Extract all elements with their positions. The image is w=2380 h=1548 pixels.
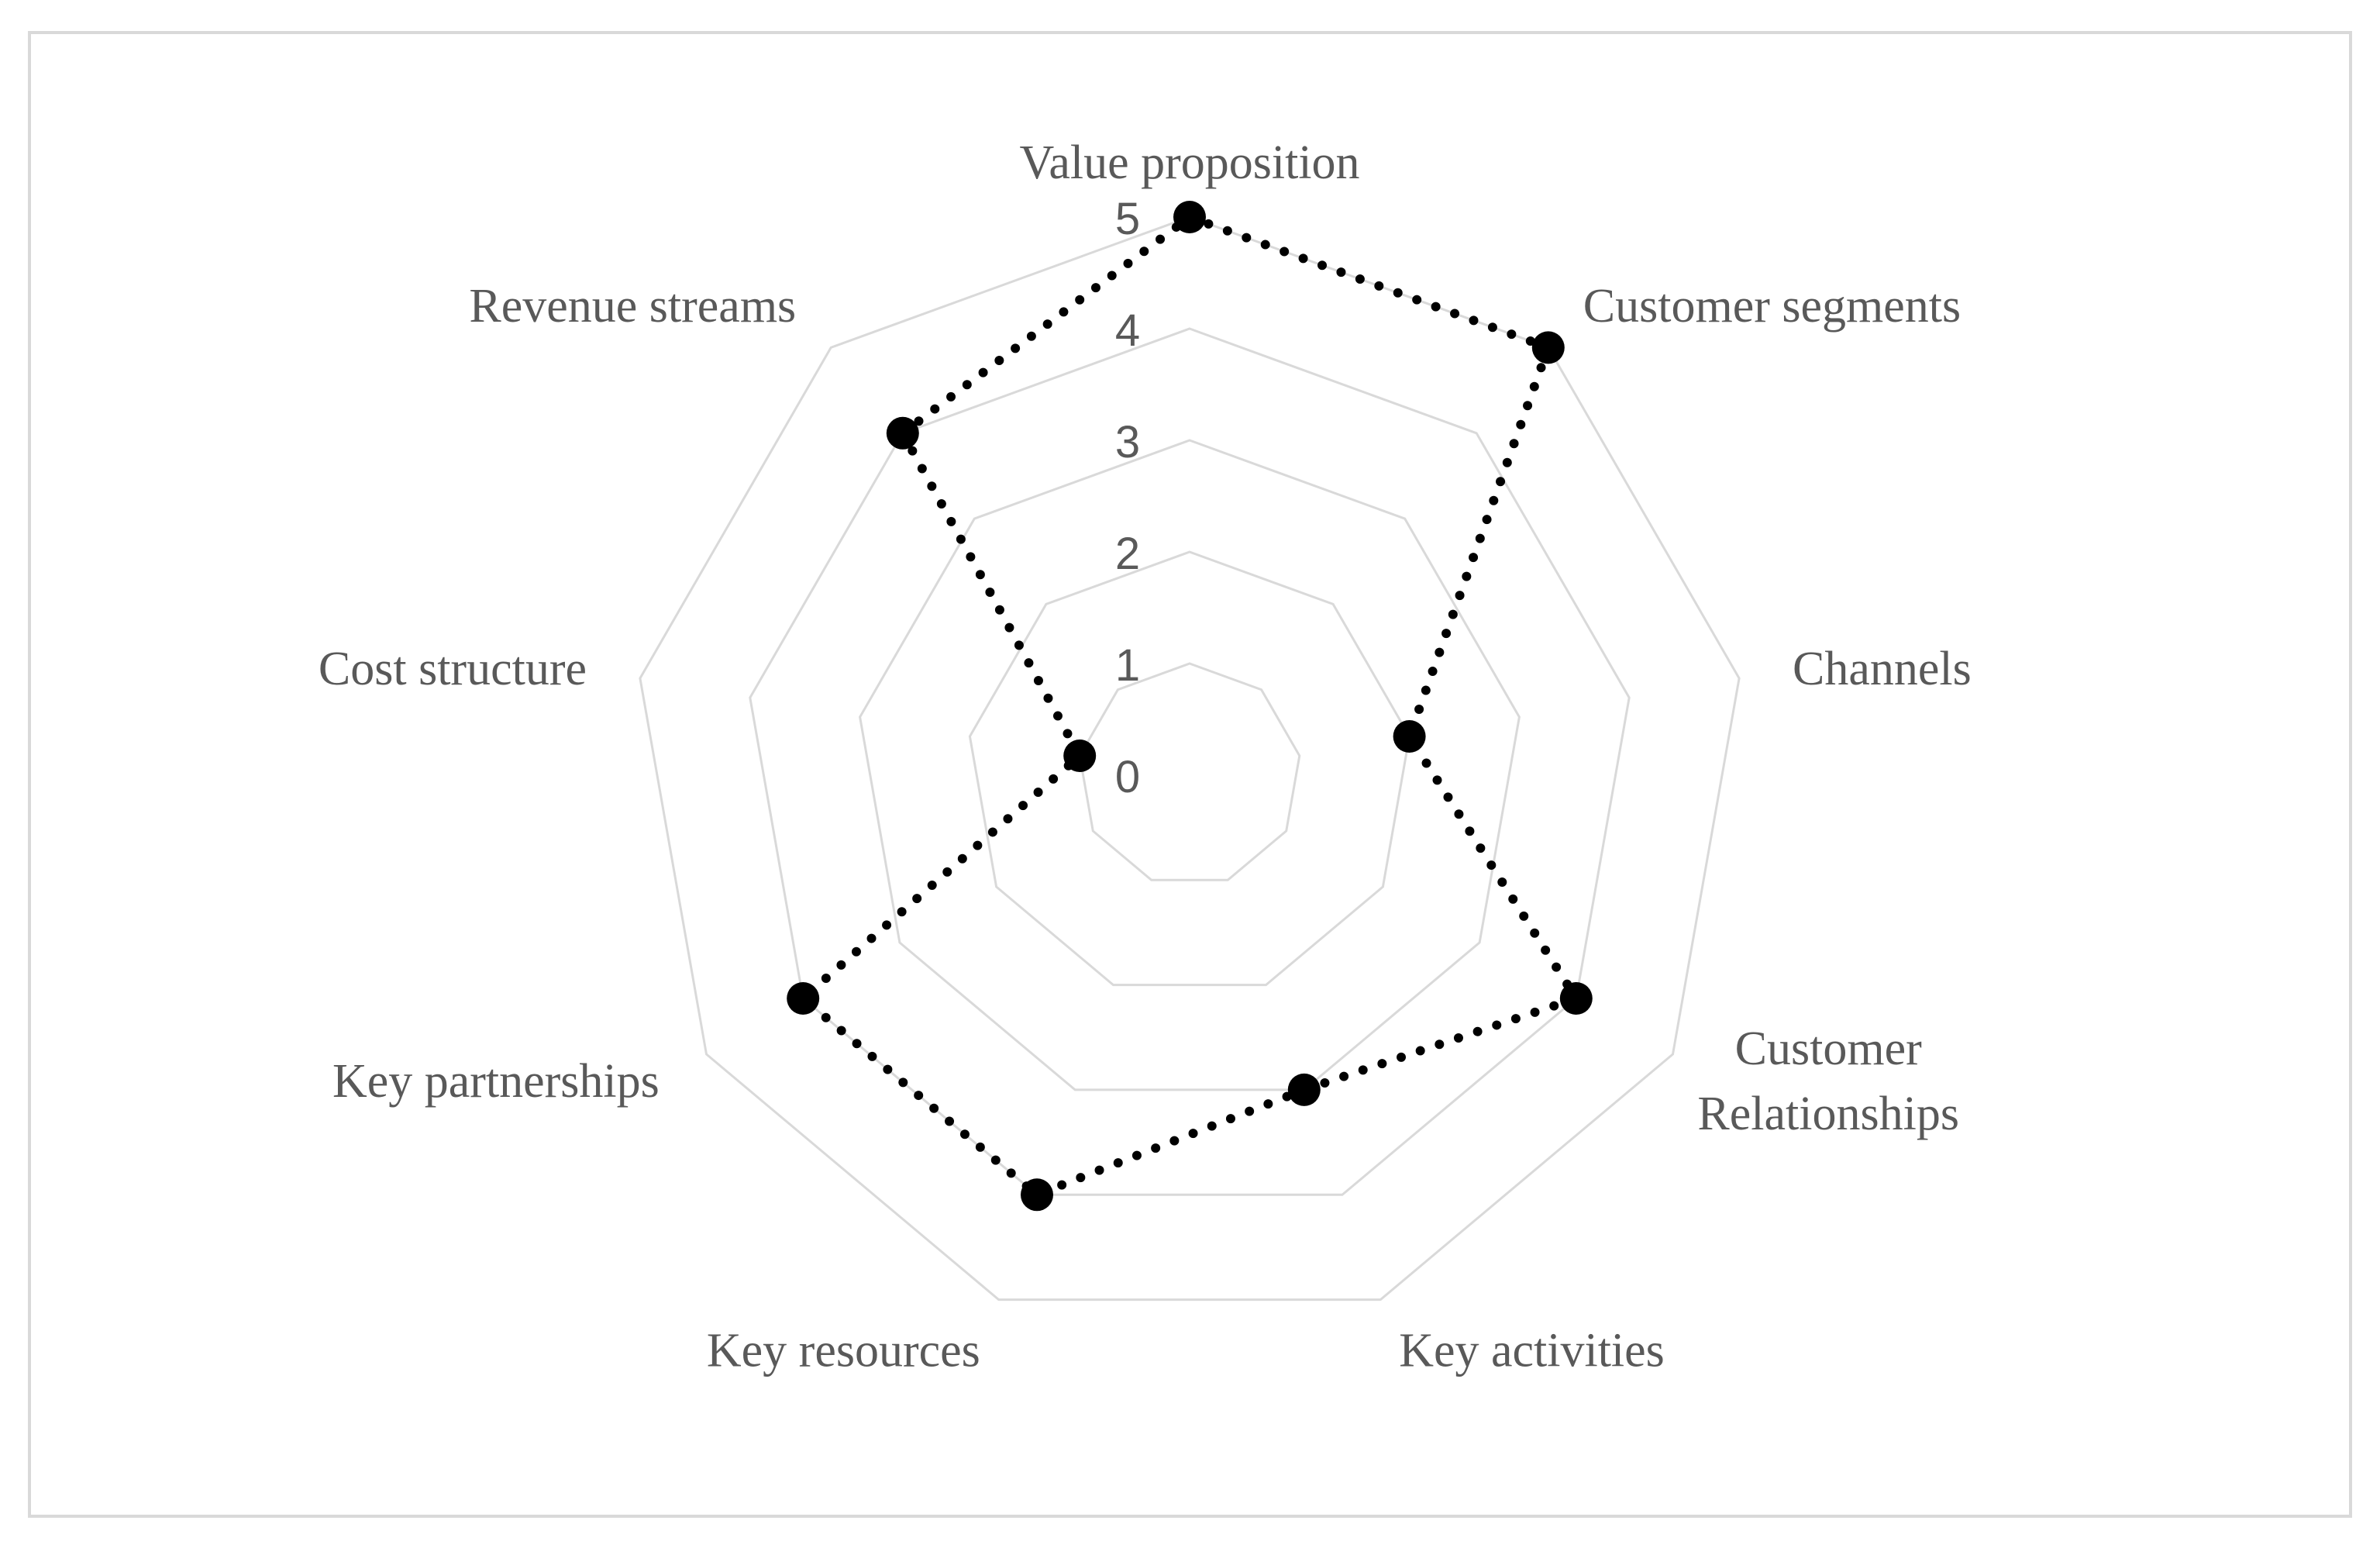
tick-label: 4 bbox=[1115, 305, 1140, 356]
data-point bbox=[1287, 1073, 1321, 1106]
grid-ring bbox=[859, 439, 1521, 1091]
tick-label: 3 bbox=[1115, 417, 1140, 467]
data-point bbox=[1531, 331, 1565, 364]
grid-rings bbox=[639, 215, 1741, 1301]
data-point bbox=[1063, 740, 1097, 772]
tick-label: 1 bbox=[1115, 640, 1140, 691]
data-point bbox=[1021, 1178, 1053, 1212]
category-label: Key activities bbox=[1399, 1324, 1665, 1377]
grid-ring bbox=[639, 215, 1741, 1301]
data-point bbox=[1393, 720, 1426, 753]
category-label: Customer segments bbox=[1583, 280, 1961, 333]
category-label: Value proposition bbox=[1019, 136, 1359, 189]
category-label: Cost structure bbox=[319, 643, 587, 695]
chart-frame bbox=[28, 31, 2352, 1518]
category-label: Channels bbox=[1793, 643, 1972, 695]
category-label: Revenue streams bbox=[469, 280, 796, 333]
tick-label: 5 bbox=[1115, 194, 1140, 244]
category-label: Key partnerships bbox=[332, 1055, 660, 1108]
grid-ring bbox=[749, 327, 1631, 1196]
data-point bbox=[787, 982, 820, 1015]
category-label: Key resources bbox=[707, 1324, 980, 1377]
data-point bbox=[886, 416, 919, 450]
tick-label: 0 bbox=[1115, 752, 1140, 802]
tick-label: 2 bbox=[1115, 529, 1140, 579]
series-line bbox=[798, 212, 1581, 1200]
radial-tick-labels: 0 1 2 3 4 5 bbox=[1115, 194, 1140, 802]
series-1 bbox=[787, 201, 1593, 1212]
data-point bbox=[1173, 201, 1206, 233]
grid-ring bbox=[968, 550, 1411, 987]
data-point bbox=[1559, 982, 1593, 1015]
grid-ring bbox=[1078, 662, 1301, 881]
